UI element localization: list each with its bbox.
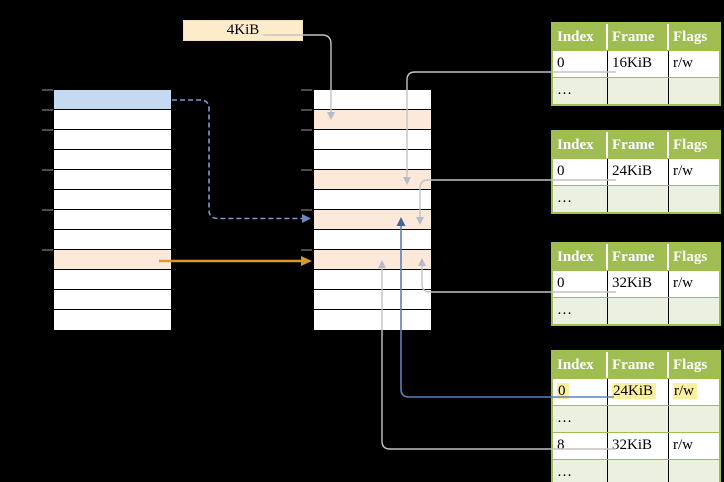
table-cell: … (553, 460, 608, 482)
table-cell: 8 (553, 433, 608, 459)
memory-row (54, 190, 171, 210)
table-cell: 0 (553, 159, 608, 185)
page-size-label: 4KiB (183, 20, 303, 41)
column-header: Flags (673, 357, 708, 373)
page-table-row: … (553, 185, 719, 212)
table-cell: 32KiB (608, 433, 669, 459)
memory-row (314, 190, 431, 210)
table-cell: r/w (673, 163, 693, 179)
memory-row (314, 170, 431, 190)
memory-row (54, 310, 171, 330)
table-cell (608, 406, 669, 432)
table-cell: r/w (673, 437, 693, 453)
table-cell (608, 298, 669, 324)
memory-row (314, 310, 431, 330)
page-table-row: … (553, 77, 719, 104)
column-header: Index (553, 352, 608, 378)
table-cell: … (553, 406, 608, 432)
table-cell: 24KiB (608, 159, 669, 185)
column-header: Index (553, 24, 608, 50)
table-cell (669, 298, 719, 324)
table-cell (669, 186, 719, 212)
virtual-to-frame-dashed-line (172, 99, 302, 220)
memory-row (54, 170, 171, 190)
memory-row (314, 230, 431, 250)
memory-row (54, 150, 171, 170)
column-header: Frame (608, 24, 669, 50)
memory-row (54, 230, 171, 250)
page-table-row: … (553, 459, 719, 482)
arrowhead-right-icon (301, 256, 312, 266)
column-header: Frame (608, 132, 669, 158)
memory-row (54, 90, 171, 110)
table-cell: 16KiB (608, 51, 669, 77)
column-header: Index (553, 244, 608, 270)
table-cell (669, 460, 719, 482)
table-cell (669, 406, 719, 432)
column-header: Frame (608, 352, 669, 378)
memory-row (314, 130, 431, 150)
table-cell: 32KiB (608, 271, 669, 297)
table-cell: 24KiB (608, 379, 669, 405)
highlighted-value: 24KiB (612, 383, 657, 399)
arrowhead-right-icon (302, 214, 311, 223)
memory-row (314, 250, 431, 270)
table-cell: 0 (553, 271, 608, 297)
column-header: Frame (608, 244, 669, 270)
table-cell: … (553, 186, 608, 212)
virtual-memory-column (53, 89, 172, 331)
table-cell: r/w (669, 379, 719, 405)
physical-memory-column (313, 89, 432, 331)
memory-row (54, 270, 171, 290)
highlighted-value: r/w (673, 383, 697, 399)
memory-row (314, 270, 431, 290)
table-cell (608, 78, 669, 104)
highlighted-value: 0 (557, 383, 569, 399)
table-cell: … (553, 78, 608, 104)
table-cell: 0 (553, 379, 608, 405)
memory-row (54, 250, 171, 270)
table-cell (608, 460, 669, 482)
memory-row (314, 290, 431, 310)
table-cell (669, 78, 719, 104)
memory-row (314, 110, 431, 130)
column-header: Index (553, 132, 608, 158)
table-cell: 0 (553, 51, 608, 77)
column-header: Flags (673, 29, 708, 45)
memory-row (54, 110, 171, 130)
memory-row (54, 290, 171, 310)
memory-row (54, 130, 171, 150)
memory-row (314, 150, 431, 170)
page-table-row: … (553, 297, 719, 324)
table-cell: … (553, 298, 608, 324)
page-table-row: … (553, 405, 719, 432)
table-cell: r/w (673, 275, 693, 291)
table-cell (608, 186, 669, 212)
column-header: Flags (673, 137, 708, 153)
memory-row (54, 210, 171, 230)
column-header: Flags (673, 249, 708, 265)
memory-row (314, 210, 431, 230)
page-table-row: 0 24KiB r/w (553, 378, 719, 405)
memory-row (314, 90, 431, 110)
table-cell: r/w (673, 55, 693, 71)
